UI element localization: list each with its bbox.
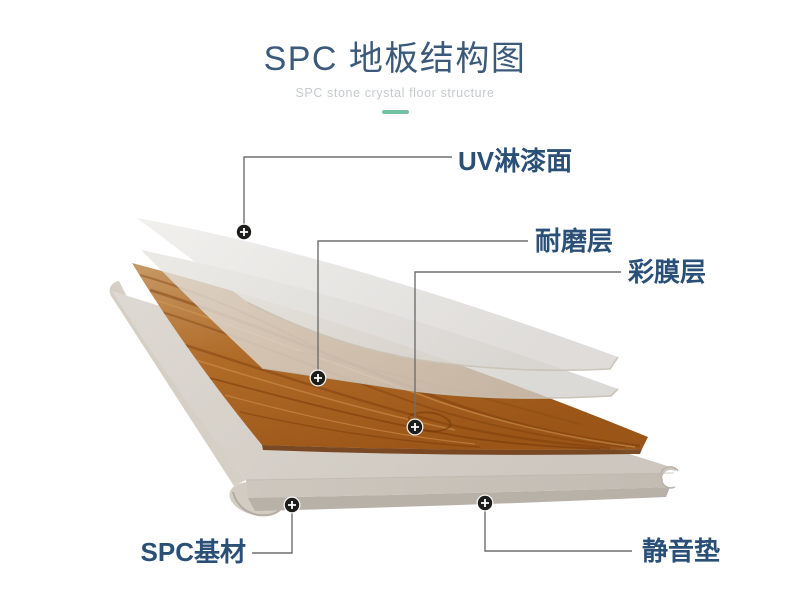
- header: SPC 地板结构图 SPC stone crystal floor struct…: [0, 42, 790, 114]
- leader-line-pad: [484, 503, 632, 552]
- base-marker-icon: [283, 496, 301, 514]
- uv-coating-layer: [137, 218, 619, 372]
- base-groove-arc: [660, 466, 679, 489]
- leader-line-wear: [317, 240, 528, 378]
- silent-pad-layer: [248, 487, 670, 511]
- accent-dash: [381, 109, 409, 114]
- base-groove-notch: [662, 470, 680, 488]
- uv-sheet-edge: [246, 301, 619, 372]
- film-marker-icon: [406, 418, 424, 436]
- page-title: SPC 地板结构图: [263, 40, 527, 78]
- layer-label-spc-core: SPC基材: [140, 537, 246, 567]
- base-top-edge-line: [245, 472, 675, 481]
- pad-marker-icon: [476, 494, 494, 512]
- base-front-face: [246, 473, 674, 498]
- base-tongue-shade: [232, 491, 283, 517]
- leader-line-uv: [243, 156, 452, 232]
- layer-label-uv-coating: UV淋漆面: [458, 146, 573, 176]
- wear-marker-icon: [309, 369, 327, 387]
- leader-line-base: [252, 505, 293, 554]
- markers: [235, 223, 494, 514]
- uv-marker-icon: [235, 223, 253, 241]
- layer-label-color-film: 彩膜层: [628, 257, 707, 287]
- leader-line-film: [414, 271, 621, 427]
- leader-lines: [243, 156, 632, 554]
- layer-label-wear-layer: 耐磨层: [535, 226, 614, 256]
- layer-label-silent-pad: 静音垫: [642, 536, 721, 566]
- wood-front-edge: [262, 445, 642, 455]
- page-subtitle: SPC stone crystal floor structure: [295, 86, 495, 100]
- uv-sheet-surface: [137, 218, 618, 371]
